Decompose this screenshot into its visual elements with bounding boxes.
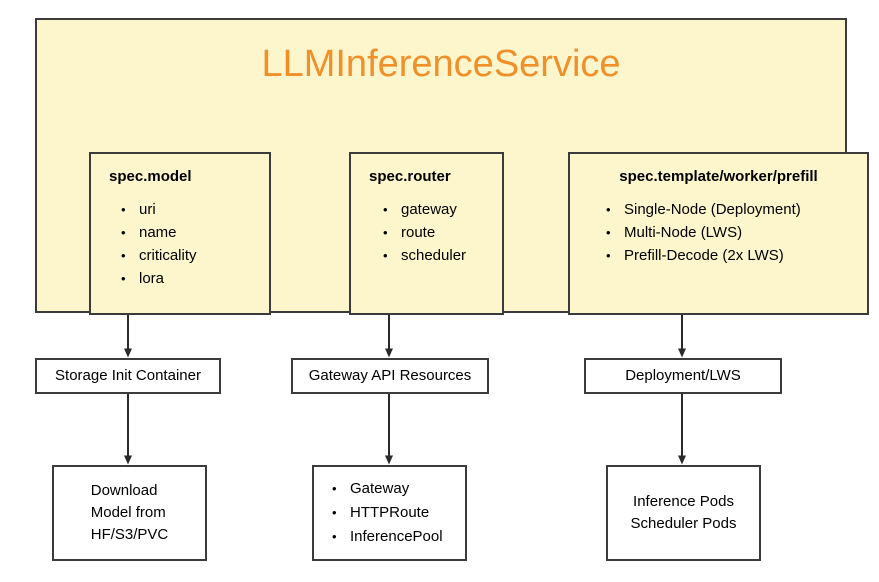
download-model-box: Download Model from HF/S3/PVC [52, 465, 207, 561]
gateway-resources-list: Gateway HTTPRoute InferencePool [314, 477, 443, 549]
spec-model-box: spec.model uri name criticality lora [89, 152, 271, 315]
list-item: route [383, 221, 502, 244]
list-item: Single-Node (Deployment) [606, 198, 867, 221]
list-item: scheduler [383, 244, 502, 267]
download-model-line-3: HF/S3/PVC [90, 526, 169, 543]
list-item: uri [121, 198, 269, 221]
download-model-line-2: Model from [90, 504, 166, 521]
page-title: LLMInferenceService [261, 43, 621, 85]
list-item: gateway [383, 198, 502, 221]
spec-router-list: gateway route scheduler [351, 198, 502, 267]
list-item: Gateway [332, 477, 443, 501]
list-item: lora [121, 267, 269, 290]
inference-pods-text: Inference Pods Scheduler Pods [631, 491, 737, 535]
storage-init-container-label: Storage Init Container [55, 367, 201, 384]
download-model-text: Download Model from HF/S3/PVC [91, 480, 169, 546]
deployment-lws-label: Deployment/LWS [625, 367, 741, 384]
deployment-lws-box: Deployment/LWS [584, 358, 782, 394]
spec-template-title: spec.template/worker/prefill [619, 168, 818, 185]
list-item: InferencePool [332, 525, 443, 549]
gateway-resources-list-box: Gateway HTTPRoute InferencePool [312, 465, 467, 561]
list-item: criticality [121, 244, 269, 267]
inference-pods-line-1: Inference Pods [633, 493, 734, 510]
spec-model-title: spec.model [109, 168, 192, 185]
gateway-api-resources-box: Gateway API Resources [291, 358, 489, 394]
spec-model-list: uri name criticality lora [91, 198, 269, 290]
spec-template-worker-prefill-box: spec.template/worker/prefill Single-Node… [568, 152, 869, 315]
list-item: HTTPRoute [332, 501, 443, 525]
inference-pods-line-2: Scheduler Pods [630, 515, 737, 532]
storage-init-container-box: Storage Init Container [35, 358, 221, 394]
spec-router-box: spec.router gateway route scheduler [349, 152, 504, 315]
gateway-api-resources-label: Gateway API Resources [308, 367, 472, 384]
download-model-line-1: Download [90, 482, 158, 499]
inference-pods-box: Inference Pods Scheduler Pods [606, 465, 761, 561]
llm-inference-service-container: LLMInferenceService spec.model uri name … [35, 18, 869, 315]
spec-template-list: Single-Node (Deployment) Multi-Node (LWS… [570, 198, 867, 267]
spec-router-title: spec.router [369, 168, 451, 185]
list-item: name [121, 221, 269, 244]
list-item: Multi-Node (LWS) [606, 221, 867, 244]
list-item: Prefill-Decode (2x LWS) [606, 244, 867, 267]
